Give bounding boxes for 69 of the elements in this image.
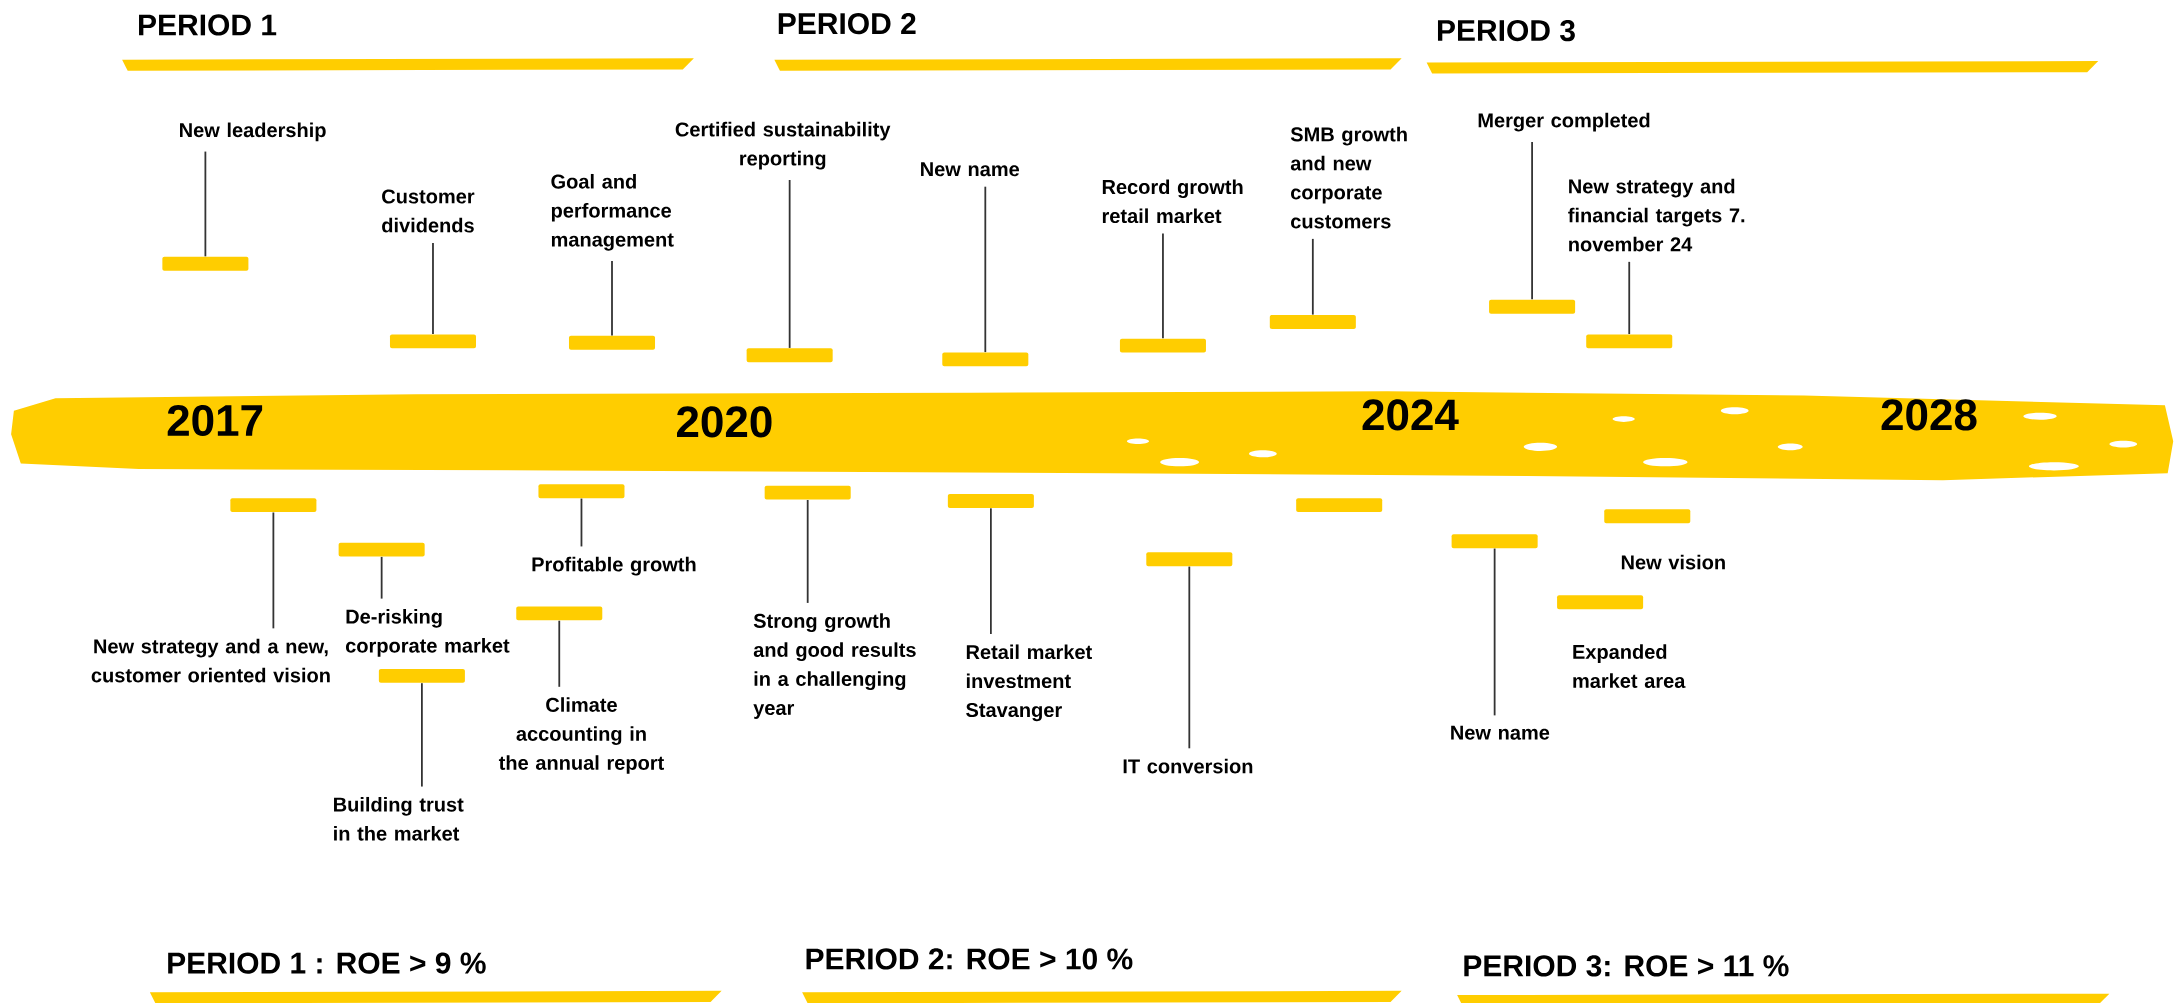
period-heading: PERIOD 1 <box>139 14 277 36</box>
marker-bar <box>746 348 833 363</box>
marker-bar <box>569 335 655 350</box>
year-label: 2028 <box>1881 399 1977 431</box>
event-label: New strategy and a new, customer oriented vision <box>91 638 330 683</box>
period-heading: PERIOD 2: ROE > 10 % <box>806 948 1133 970</box>
event-label: New vision <box>1621 554 1725 570</box>
event-label: New name <box>921 162 1020 177</box>
marker-bar <box>1586 334 1673 349</box>
period-heading: PERIOD 1 : ROE > 9 % <box>168 952 486 974</box>
leader-line <box>1311 238 1314 316</box>
marker-bar <box>1604 509 1691 524</box>
event-label: Building trust in the market <box>334 796 464 841</box>
marker-bar <box>230 498 317 513</box>
leader-line <box>1493 547 1496 717</box>
event-label: Expanded market area <box>1573 644 1686 688</box>
leader-line <box>272 511 275 630</box>
event-label: De-risking corporate market <box>345 609 510 657</box>
marker-bar <box>538 484 625 499</box>
leader-line <box>580 497 583 548</box>
marker-bar <box>942 352 1029 367</box>
event-label: Retail market investment Stavanger <box>966 644 1092 722</box>
leader-line <box>204 150 207 258</box>
marker-bar <box>1296 498 1383 513</box>
event-label: New strategy and financial targets 7. november 24 <box>1568 178 1745 252</box>
leader-line <box>432 242 434 335</box>
leader-line <box>421 682 423 788</box>
leader-line <box>1162 232 1164 340</box>
event-label: SMB growth and new corporate customers <box>1290 126 1407 229</box>
leader-line <box>558 619 561 688</box>
event-label: Record growth retail market <box>1102 179 1243 224</box>
leader-line <box>1188 565 1191 750</box>
year-label: 2020 <box>677 406 772 438</box>
marker-bar <box>1146 552 1233 567</box>
leader-line <box>984 185 987 353</box>
year-label: 2017 <box>167 404 263 437</box>
period-heading: PERIOD 3: ROE > 11 % <box>1464 955 1789 977</box>
event-label: New leadership <box>180 122 326 142</box>
marker-bar <box>1489 299 1576 314</box>
event-label: Customer dividends <box>382 189 475 233</box>
marker-bar <box>338 542 425 557</box>
marker-bar <box>378 668 465 683</box>
period-heading: PERIOD 3 <box>1438 19 1575 42</box>
year-label: 2024 <box>1362 399 1459 431</box>
leader-line <box>1628 260 1631 335</box>
marker-bar <box>764 485 851 500</box>
leader-line <box>380 556 383 600</box>
leader-line <box>788 179 791 349</box>
event-label: Profitable growth <box>532 556 696 576</box>
marker-bar <box>1269 315 1356 329</box>
leader-line <box>989 507 992 635</box>
event-label: Strong growth and good results in a challenging year <box>753 613 916 719</box>
leader-line <box>611 260 613 337</box>
leader-line <box>806 499 809 604</box>
marker-bar <box>389 334 476 349</box>
marker-bar <box>1119 338 1206 353</box>
event-label: Climate accounting in the annual report <box>498 697 664 774</box>
event-label: IT conversion <box>1123 758 1253 774</box>
marker-bar <box>516 606 603 621</box>
marker-bar <box>1557 595 1644 610</box>
leader-line <box>1531 141 1533 301</box>
event-label: Certified sustainability reporting <box>675 121 891 170</box>
event-label: New name <box>1451 725 1550 740</box>
period-heading: PERIOD 2 <box>778 13 916 35</box>
event-label: Goal and performance management <box>551 173 674 251</box>
marker-bar <box>1451 534 1538 549</box>
event-label: Merger completed <box>1478 112 1650 132</box>
marker-bar <box>162 256 249 271</box>
marker-bar <box>947 494 1034 508</box>
